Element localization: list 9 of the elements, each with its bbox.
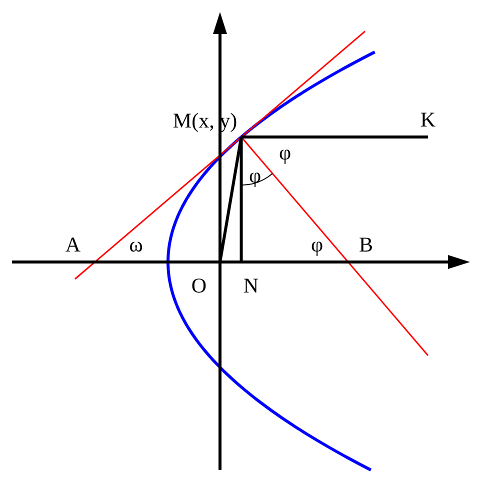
point-label: K [420,110,436,130]
point-label: B [359,234,373,256]
point-label: N [243,276,259,296]
angle-label: φ [248,166,262,186]
angle-label: φ [278,142,292,164]
angle-label: φ [310,234,324,256]
point-label: A [65,234,81,256]
angle-label: ω [129,234,143,256]
point-label: O [191,276,207,296]
